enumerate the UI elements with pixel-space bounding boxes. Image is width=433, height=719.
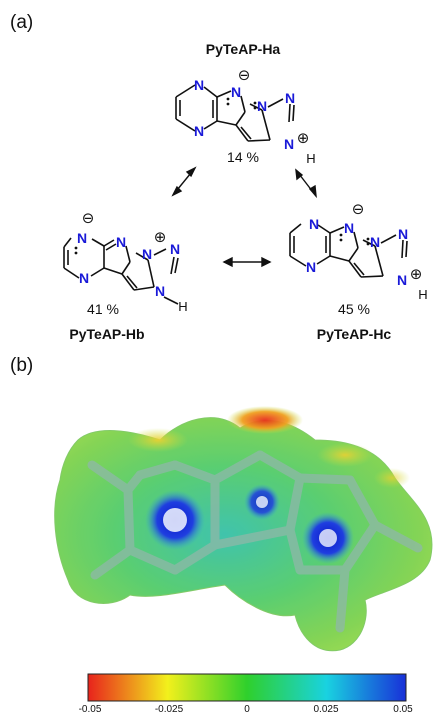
- svg-text:⊖: ⊖: [82, 210, 95, 227]
- svg-text:N: N: [194, 123, 204, 139]
- svg-text:N: N: [309, 216, 319, 232]
- svg-text:H: H: [418, 287, 427, 302]
- colorbar-tick: -0.05: [78, 704, 102, 715]
- svg-text:N: N: [370, 234, 380, 250]
- svg-text:H: H: [306, 151, 315, 166]
- svg-text:N: N: [306, 259, 316, 275]
- svg-text:N: N: [170, 241, 180, 257]
- structure-hb-name: PyTeAP-Hb: [69, 326, 144, 342]
- colorbar-tick: 0.025: [313, 704, 339, 715]
- svg-text:⊕: ⊕: [154, 229, 167, 246]
- structure-ha: PyTeAP-Ha N N N N N N: [175, 41, 316, 166]
- structure-hc: N N N N N N H ⊖ ⊕ 45 % PyTeAP-Hc: [289, 201, 428, 342]
- svg-text:N: N: [77, 230, 87, 246]
- colorbar-tick: -0.025: [154, 704, 184, 715]
- svg-text:⊖: ⊖: [238, 67, 251, 84]
- negative-region: [227, 406, 303, 434]
- svg-text:N: N: [142, 246, 152, 262]
- svg-text:N: N: [257, 98, 267, 114]
- svg-text:N: N: [344, 220, 354, 236]
- svg-text:N: N: [79, 270, 89, 286]
- colorbar-tick: 0.05: [393, 704, 413, 715]
- molecular-skeleton: [87, 450, 423, 633]
- svg-text:N: N: [284, 136, 294, 152]
- svg-text:N: N: [116, 234, 126, 250]
- svg-text:N: N: [155, 283, 165, 299]
- structure-hb-percent: 41 %: [87, 301, 119, 317]
- svg-text:N: N: [285, 90, 295, 106]
- structure-ha-name: PyTeAP-Ha: [206, 41, 281, 57]
- svg-text:⊖: ⊖: [352, 201, 365, 218]
- esp-surface: [54, 406, 433, 652]
- structure-hb: N N N N N N H ⊖ ⊕ 41 % PyTeAP-Hb: [63, 210, 188, 342]
- panel-b-label: (b): [10, 355, 34, 376]
- colorbar: [87, 673, 407, 702]
- panel-a-label: (a): [10, 12, 34, 33]
- svg-text:N: N: [231, 84, 241, 100]
- colorbar-tick: 0: [244, 704, 250, 715]
- structure-hc-name: PyTeAP-Hc: [317, 326, 392, 342]
- svg-text:⊕: ⊕: [297, 130, 310, 147]
- svg-text:N: N: [398, 226, 408, 242]
- svg-text:N: N: [194, 77, 204, 93]
- structure-hc-percent: 45 %: [338, 301, 370, 317]
- svg-text:⊕: ⊕: [410, 266, 423, 283]
- resonance-arrows: [171, 166, 317, 268]
- svg-text:H: H: [178, 299, 187, 314]
- structure-ha-percent: 14 %: [227, 149, 259, 165]
- svg-text:N: N: [397, 272, 407, 288]
